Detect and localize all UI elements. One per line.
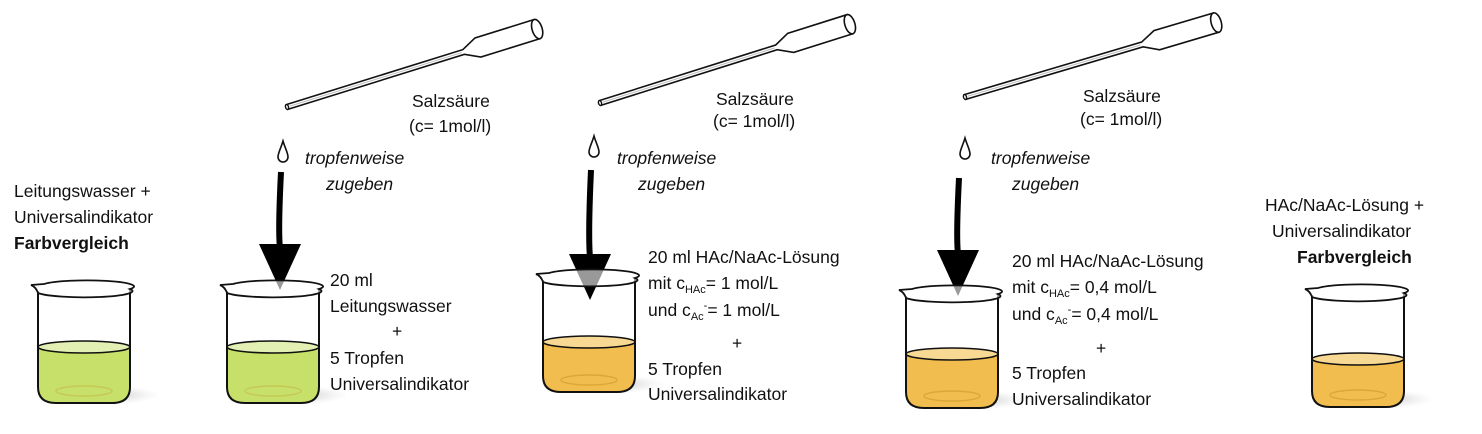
beaker-wall xyxy=(37,289,131,404)
liquid-surface xyxy=(905,347,999,361)
station1-solution-line1: 20 ml xyxy=(330,270,373,290)
station1-plus: + xyxy=(392,321,403,341)
station2-plus: + xyxy=(732,333,743,353)
liquid-surface xyxy=(542,335,636,349)
liquid xyxy=(1312,359,1404,407)
station1-concentration: (c= 1mol/l) xyxy=(409,116,492,136)
station1-action2: zugeben xyxy=(326,174,394,194)
station3-ac-concentration: und cAc-= 0,4 mol/L xyxy=(1012,301,1158,327)
station3-concentration: (c= 1mol/l) xyxy=(1080,109,1163,129)
beaker-wall xyxy=(542,278,636,393)
station2-reagent: Salzsäure xyxy=(716,89,794,109)
beaker-bottom-ring xyxy=(55,385,113,397)
beaker-rim xyxy=(898,284,1003,304)
beaker-wall xyxy=(1311,293,1405,408)
beaker-bottom-ring xyxy=(244,385,302,397)
station1-beaker xyxy=(219,279,349,405)
left-reference-line2: Universalindikator xyxy=(14,207,154,227)
liquid-surface xyxy=(1311,352,1405,366)
station2-solution-line1: 20 ml HAc/NaAc-Lösung xyxy=(648,247,840,267)
station3-arrow-icon xyxy=(937,177,979,296)
right-reference-title: Farbvergleich xyxy=(1297,247,1412,267)
beaker-wall xyxy=(226,289,320,404)
beaker-rim xyxy=(1304,283,1409,303)
liquid xyxy=(906,354,998,408)
station1-drop-icon xyxy=(277,140,289,163)
beaker-bottom-ring xyxy=(923,390,981,402)
station2-drop-icon xyxy=(588,135,600,158)
station2-action1: tropfenweise xyxy=(617,148,717,168)
ac-subscript: Ac xyxy=(690,311,704,323)
minus-superscript: - xyxy=(703,300,708,313)
hac-subscript: HAc xyxy=(684,284,706,296)
left-reference-title: Farbvergleich xyxy=(14,233,129,253)
station2-ac-concentration: und cAc-= 1 mol/L xyxy=(648,297,780,323)
liquid-surface xyxy=(226,340,320,354)
left-reference-line1: Leitungswasser + xyxy=(14,181,151,201)
beaker-bottom-ring xyxy=(560,374,618,386)
right-reference-line2: Universalindikator xyxy=(1272,221,1412,241)
station2-indicator2: Universalindikator xyxy=(648,384,788,404)
station1-action1: tropfenweise xyxy=(305,148,405,168)
station3-beaker xyxy=(898,284,1028,410)
station1-indicator2: Universalindikator xyxy=(330,374,470,394)
station1-reagent: Salzsäure xyxy=(412,91,490,111)
ac-subscript: Ac xyxy=(1054,315,1068,327)
ac-value: = 1 mol/L xyxy=(707,300,780,320)
station3-action2: zugeben xyxy=(1012,174,1080,194)
und-label: und c xyxy=(1012,304,1055,324)
station3-plus: + xyxy=(1096,338,1107,358)
und-label: und c xyxy=(648,300,691,320)
station2-beaker xyxy=(535,268,665,394)
station2-hac-concentration: mit cHAc= 1 mol/L xyxy=(648,270,778,296)
station2-concentration: (c= 1mol/l) xyxy=(713,111,796,131)
liquid xyxy=(543,342,635,392)
station3-indicator2: Universalindikator xyxy=(1012,389,1152,409)
beaker-bottom-ring xyxy=(1329,389,1387,401)
station3-hac-concentration: mit cHAc= 0,4 mol/L xyxy=(1012,274,1157,300)
beaker-wall xyxy=(905,294,999,409)
mit-label: mit c xyxy=(648,273,685,293)
hac-value: = 0,4 mol/L xyxy=(1069,277,1157,297)
reference-beaker-tapwater xyxy=(30,279,160,405)
station3-indicator1: 5 Tropfen xyxy=(1012,363,1086,383)
liquid-surface xyxy=(37,340,131,354)
reference-beaker-buffer xyxy=(1304,283,1434,409)
mit-label: mit c xyxy=(1012,277,1049,297)
beaker-rim xyxy=(219,279,324,299)
station3-action1: tropfenweise xyxy=(991,148,1091,168)
ac-value: = 0,4 mol/L xyxy=(1071,304,1159,324)
station1-arrow-icon xyxy=(259,171,301,290)
station3-reagent: Salzsäure xyxy=(1083,86,1161,106)
beaker-rim xyxy=(535,268,640,288)
liquid xyxy=(227,347,319,403)
right-reference-line1: HAc/NaAc-Lösung + xyxy=(1265,195,1425,215)
station1-indicator1: 5 Tropfen xyxy=(330,348,404,368)
liquid xyxy=(38,347,130,403)
hac-value: = 1 mol/L xyxy=(705,273,779,293)
beaker-rim xyxy=(30,279,135,299)
station2-action2: zugeben xyxy=(638,174,706,194)
minus-superscript: - xyxy=(1067,304,1072,317)
station3-drop-icon xyxy=(959,137,971,160)
station2-indicator1: 5 Tropfen xyxy=(648,359,722,379)
station1-solution-line2: Leitungswasser xyxy=(330,296,452,316)
station3-solution-line1: 20 ml HAc/NaAc-Lösung xyxy=(1012,251,1204,271)
hac-subscript: HAc xyxy=(1048,288,1070,300)
